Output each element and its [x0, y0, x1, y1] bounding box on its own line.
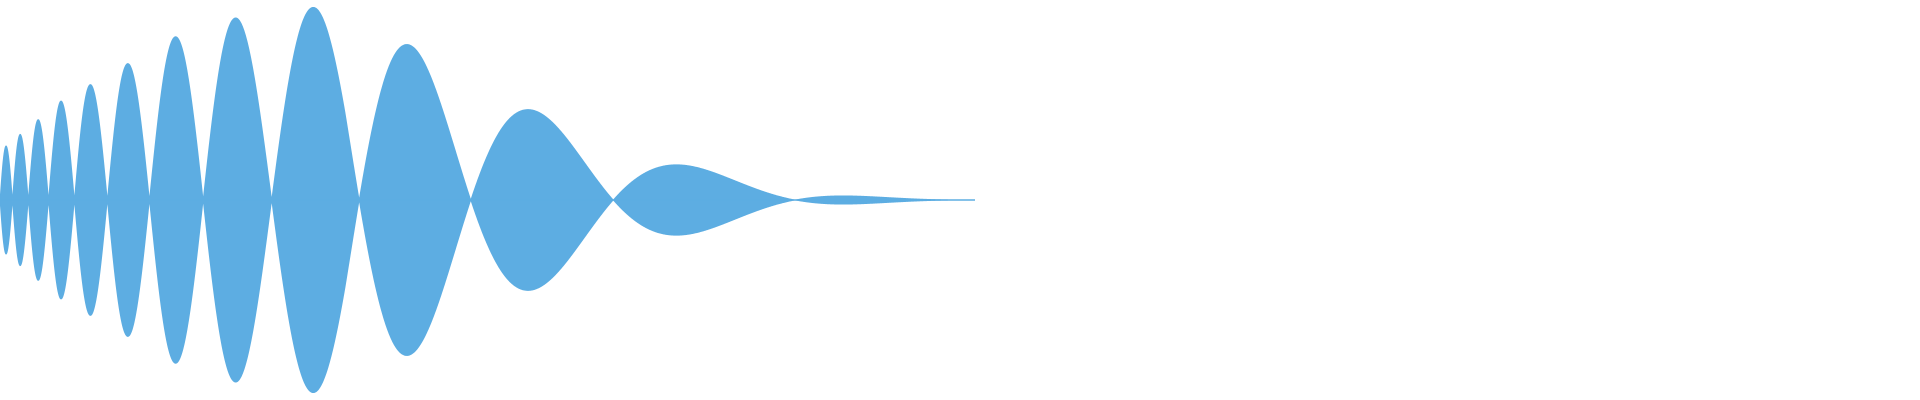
audio-waveform — [0, 6, 975, 394]
